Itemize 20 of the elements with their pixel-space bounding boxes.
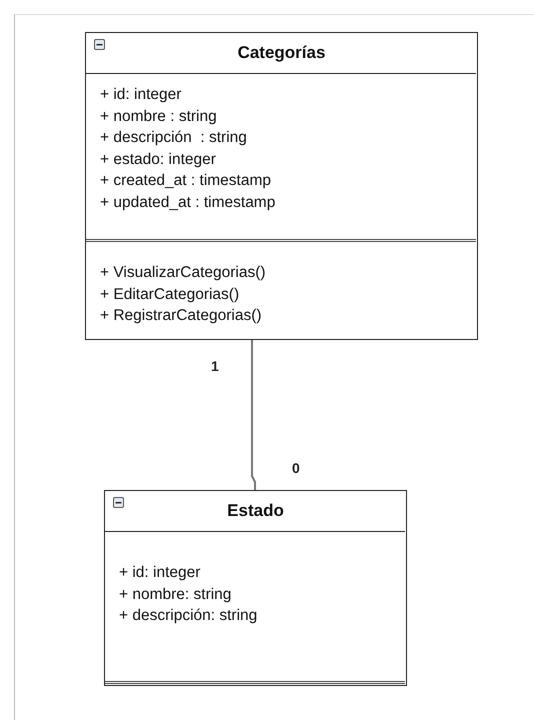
attribute-text: + updated_at : timestamp (100, 192, 276, 212)
class-box (104, 490, 407, 686)
attribute-text: + id: integer (119, 563, 202, 583)
attribute-text: + created_at : timestamp (100, 171, 272, 191)
attribute-text: + descripción : string (100, 128, 248, 148)
multiplicity-label: 1 (211, 358, 219, 374)
class-box (85, 32, 478, 340)
method-text: + VisualizarCategorias() (100, 263, 267, 283)
attribute-text: + nombre: string (119, 584, 232, 604)
class-name: Estado (227, 501, 284, 521)
attribute-text: + estado: integer (100, 150, 217, 170)
method-text: + RegistrarCategorias() (100, 306, 263, 326)
attribute-text: + id: integer (100, 85, 182, 105)
association-line (251, 340, 256, 490)
class-name: Categorías (238, 43, 326, 63)
empty-compartment (105, 681, 405, 687)
multiplicity-label: 0 (292, 460, 300, 476)
attribute-text: + nombre : string (100, 106, 218, 126)
attribute-text: + descripción: string (119, 606, 258, 626)
method-text: + EditarCategorias() (100, 284, 240, 304)
